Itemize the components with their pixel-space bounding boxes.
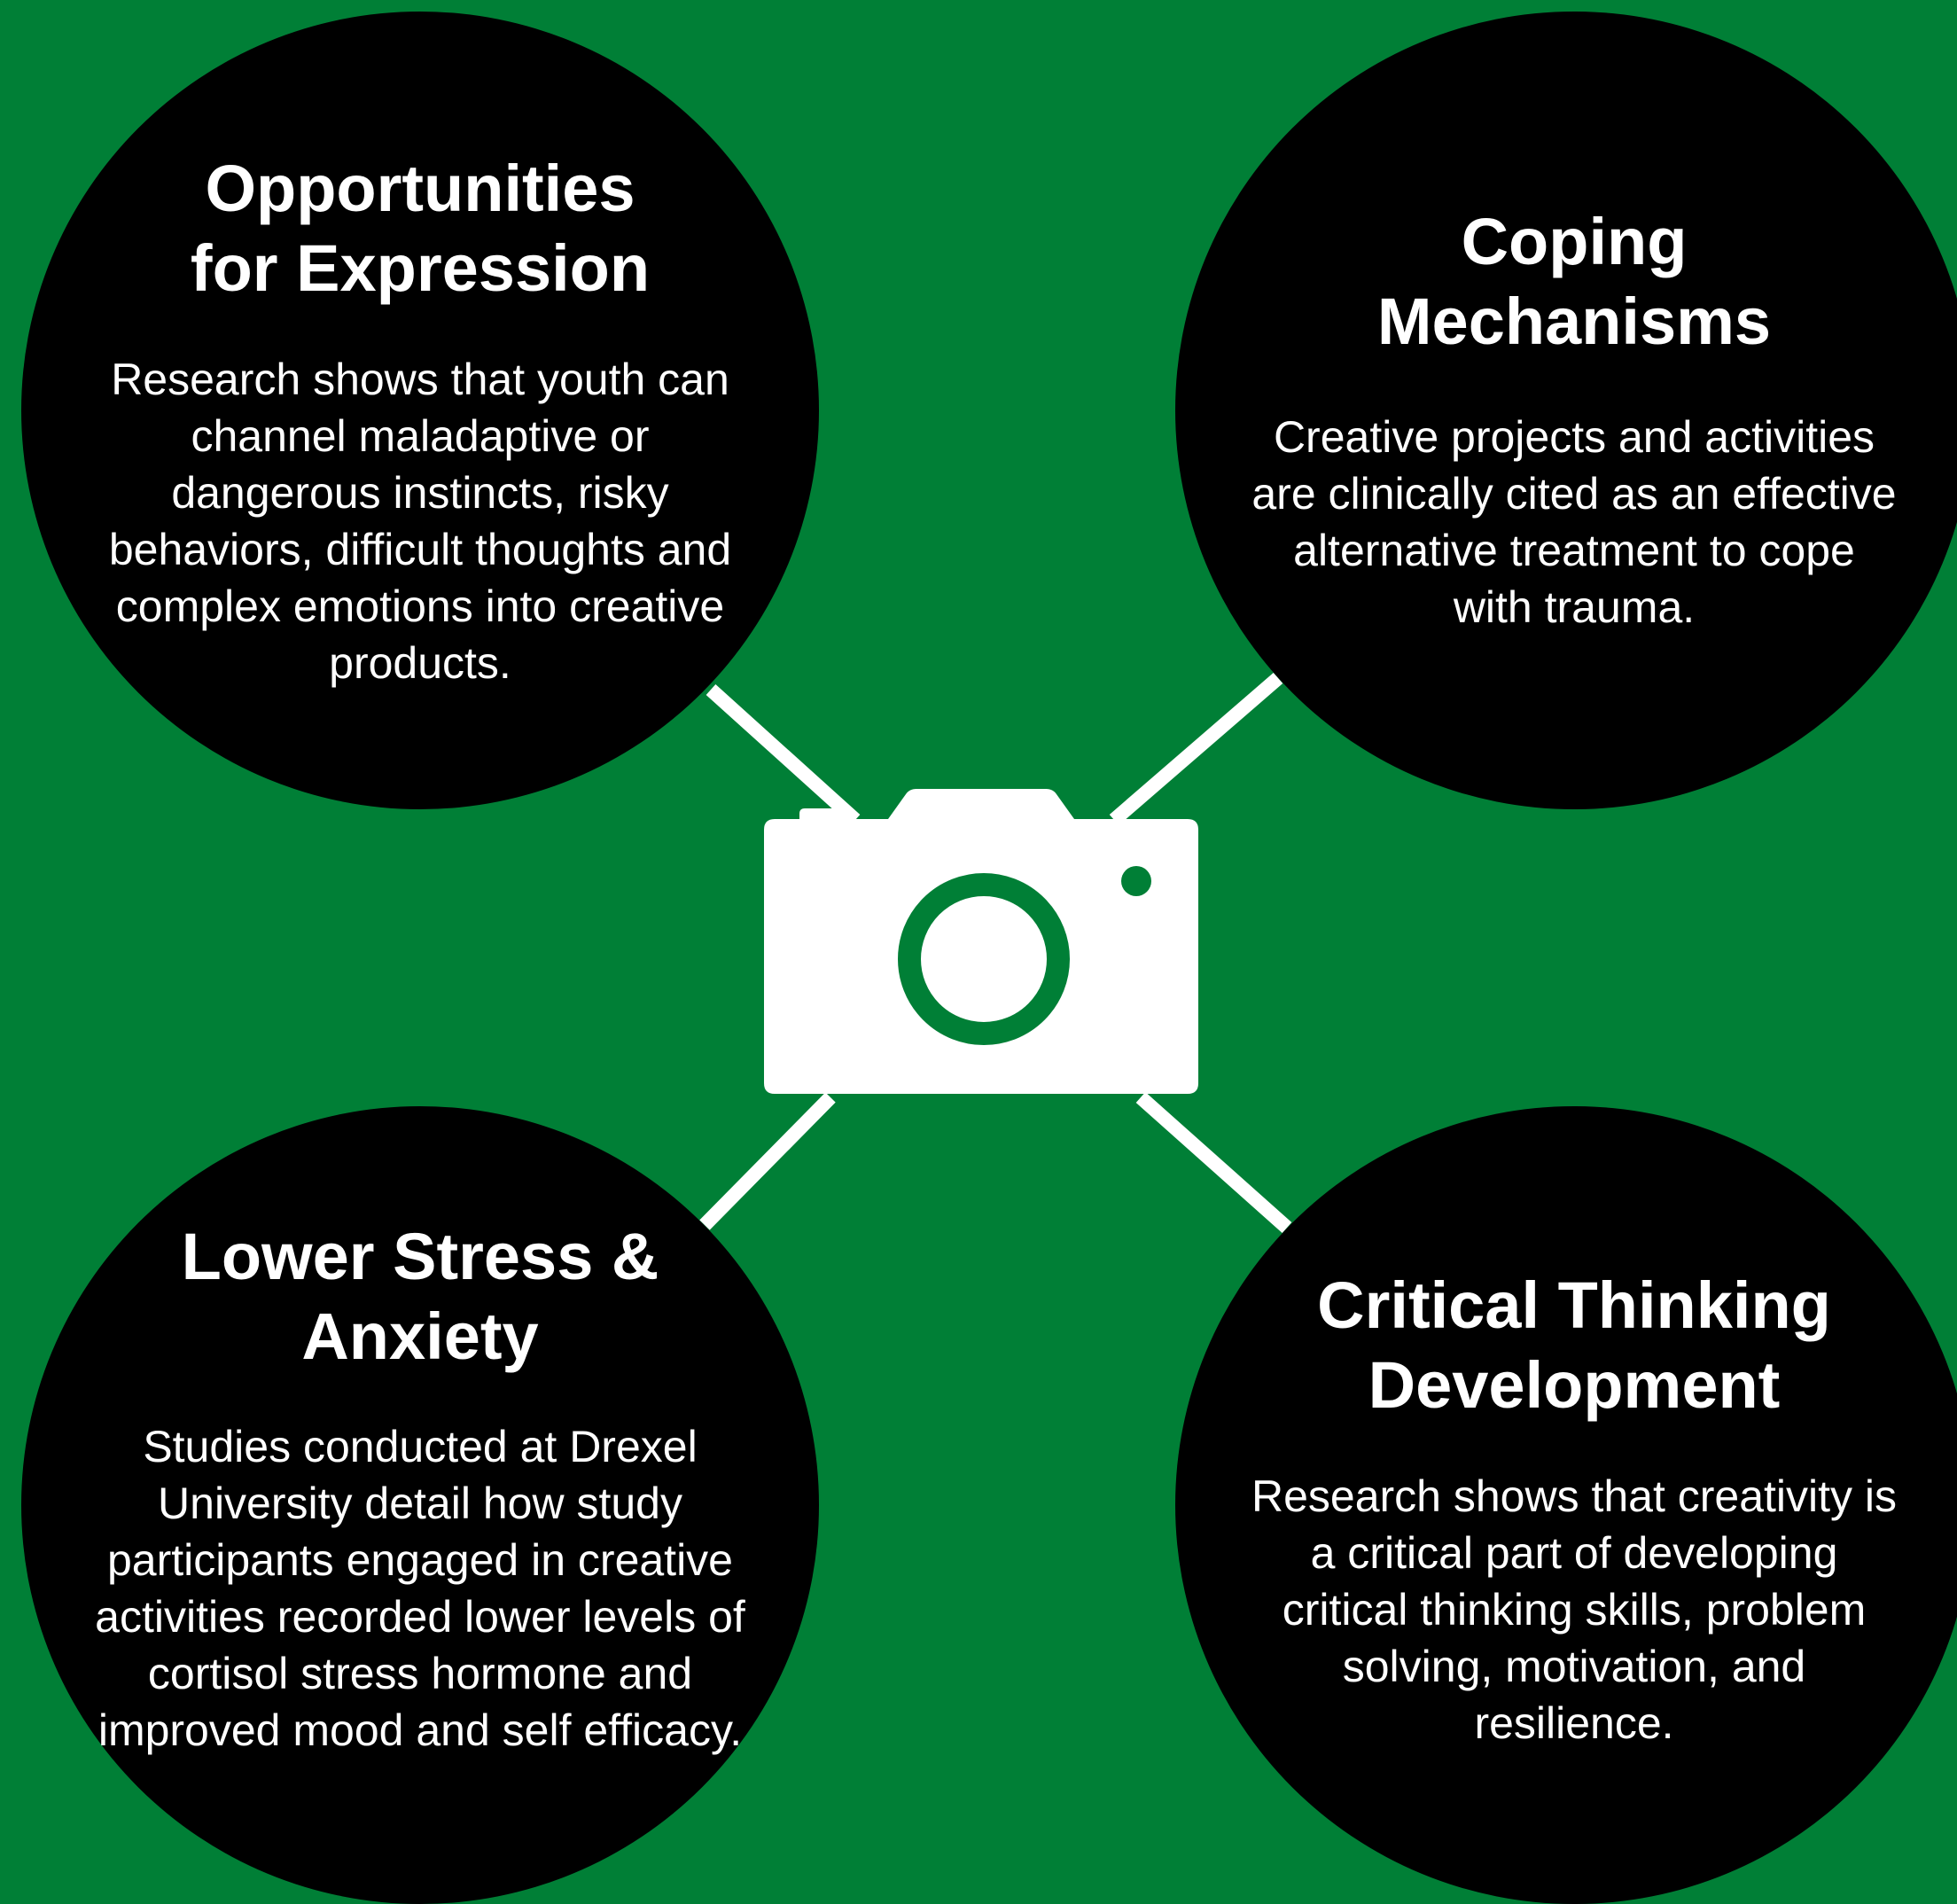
flash-dot [1121, 866, 1151, 896]
card-body: Studies conducted at Drexel University d… [95, 1422, 745, 1755]
connector-top-left [706, 684, 861, 825]
card-title: Coping Mechanisms [1376, 205, 1772, 358]
card-critical-thinking-development: Critical Thinking Development Research s… [1175, 1106, 1957, 1904]
connector-bottom-right [1135, 1092, 1292, 1233]
lens-ring [898, 873, 1070, 1045]
connector-bottom-left [699, 1092, 836, 1230]
connector-top-right [1109, 672, 1283, 826]
card-opportunities-for-expression: Opportunities for Expression Research sh… [21, 12, 819, 809]
camera-body [764, 789, 1198, 1094]
camera-icon [764, 789, 1198, 1094]
card-body: Research shows that youth can channel ma… [108, 355, 732, 688]
card-lower-stress-anxiety: Lower Stress & Anxiety Studies conducted… [21, 1106, 819, 1904]
card-coping-mechanisms: Coping Mechanisms Creative projects and … [1175, 12, 1957, 809]
card-title: Critical Thinking Development [1317, 1268, 1831, 1422]
card-title: Lower Stress & Anxiety [181, 1220, 659, 1373]
card-body: Creative projects and activities are cli… [1251, 412, 1897, 632]
card-body: Research shows that creativity is a crit… [1251, 1471, 1898, 1748]
card-title: Opportunities for Expression [190, 152, 651, 305]
